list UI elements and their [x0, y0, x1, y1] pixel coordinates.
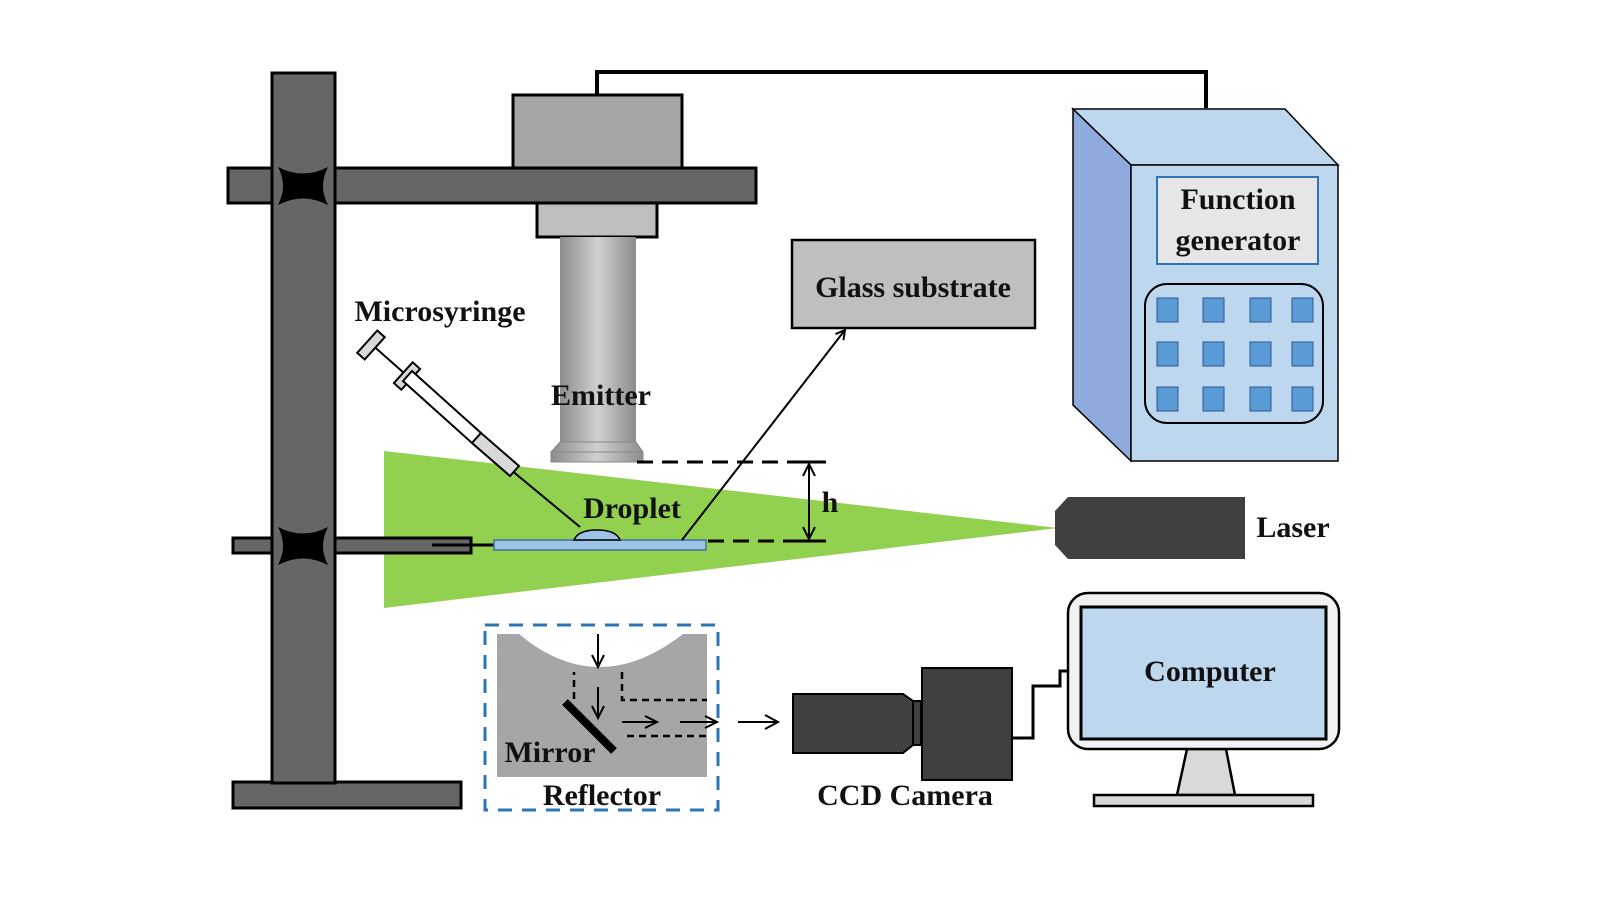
ccd-camera-label: CCD Camera — [817, 779, 993, 812]
emitter-driver-block — [511, 93, 684, 170]
syringe-plunger-head — [355, 329, 387, 361]
keypad-buttons — [1156, 297, 1314, 412]
monitor-base — [1092, 793, 1315, 808]
mirror — [562, 699, 617, 754]
keypad-button — [1202, 297, 1225, 323]
reflector-body — [497, 634, 707, 777]
generator-side — [1072, 107, 1132, 463]
keypad-button — [1291, 297, 1314, 323]
keypad-button — [1156, 297, 1179, 323]
reflector-frame — [483, 623, 720, 812]
microsyringe: Microsyringe — [354, 295, 581, 528]
upper-clamp-icon — [278, 167, 328, 205]
function-generator: Function generator — [1071, 107, 1340, 463]
computer-label: Computer — [1144, 655, 1276, 688]
laser-body — [1055, 497, 1245, 559]
height-dimension: h — [637, 460, 839, 543]
mirror-label: Mirror — [504, 736, 595, 769]
syringe-tip — [470, 431, 521, 478]
reflector-label: Reflector — [543, 779, 661, 812]
keypad-button — [1249, 297, 1272, 323]
computer: Computer — [1066, 591, 1341, 808]
lower-clamp-icon — [278, 527, 328, 565]
stand-base — [231, 780, 463, 810]
keypad-button — [1156, 341, 1179, 367]
droplet — [572, 529, 622, 541]
height-label: h — [822, 486, 839, 519]
emitter-collar — [535, 201, 659, 239]
syringe-barrel — [401, 369, 483, 445]
droplet-label: Droplet — [583, 492, 681, 525]
keypad-button — [1156, 386, 1179, 412]
emitter-label: Emitter — [551, 379, 651, 412]
ccd-camera: CCD Camera — [792, 667, 1013, 812]
camera-lens — [792, 693, 922, 754]
keypad-button — [1249, 386, 1272, 412]
glass-substrate — [493, 539, 707, 551]
emitter: Emitter — [511, 93, 684, 463]
laser-label: Laser — [1256, 511, 1329, 544]
keypad-button — [1249, 341, 1272, 367]
syringe-needle — [504, 464, 581, 528]
generator-label-line1: Function — [1180, 183, 1295, 216]
glass-substrate-label: Glass substrate — [815, 271, 1011, 304]
generator-keypad — [1144, 283, 1324, 424]
reflector: Mirror Reflector — [483, 623, 720, 812]
emitter-body — [560, 237, 636, 442]
retort-stand — [226, 71, 758, 810]
keypad-button — [1202, 341, 1225, 367]
keypad-button — [1291, 386, 1314, 412]
laser-sheet — [384, 451, 1058, 608]
camera-cable — [1012, 669, 1068, 740]
glass-substrate-label-box — [790, 238, 1037, 330]
generator-display — [1156, 176, 1319, 265]
keypad-button — [1202, 386, 1225, 412]
microsyringe-label: Microsyringe — [354, 295, 525, 328]
monitor-stand — [1175, 747, 1237, 797]
signal-cable — [595, 70, 1208, 108]
substrate-pointer-arrow — [681, 330, 845, 541]
generator-label-line2: generator — [1176, 224, 1301, 257]
keypad-button — [1291, 341, 1314, 367]
camera-body — [921, 667, 1013, 781]
laser: Laser — [1055, 497, 1330, 559]
monitor-screen — [1079, 605, 1328, 741]
